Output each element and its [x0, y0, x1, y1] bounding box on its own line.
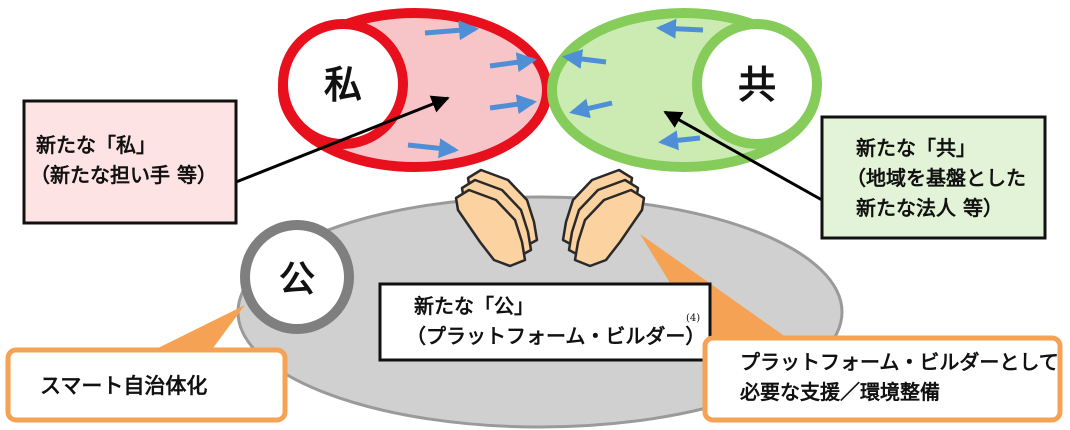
- public-box-text: 新たな「公」 （プラットフォーム・ビルダー）: [406, 291, 705, 351]
- smart-box-text: スマート自治体化: [40, 371, 280, 401]
- public-box-line2: （プラットフォーム・ビルダー）: [406, 324, 706, 348]
- private-box: [22, 99, 238, 225]
- private-box-line2: （新たな担い手 等）: [30, 163, 217, 187]
- support-box-line1: プラットフォーム・ビルダーとして: [740, 350, 1059, 374]
- public-box-line1: 新たな「公」: [414, 294, 534, 318]
- common-box-line3: 新たな法人 等）: [856, 196, 1003, 220]
- private-circle-label: 私: [324, 63, 362, 107]
- support-box: [702, 335, 1063, 423]
- public-box-footnote: (4): [686, 313, 701, 324]
- support-box-text: プラットフォーム・ビルダーとして 必要な支援／環境整備: [740, 347, 1059, 407]
- common-pointer-arrow: [663, 110, 823, 202]
- support-callout-tail: [640, 234, 790, 340]
- public-circle-label: 公: [279, 259, 315, 300]
- private-box-text: 新たな「私」 （新たな担い手 等）: [30, 130, 236, 190]
- smart-box-line1: スマート自治体化: [40, 374, 208, 398]
- common-ellipse-group: [547, 8, 822, 172]
- private-pointer-arrow: [235, 95, 450, 184]
- smart-callout-tail: [150, 305, 245, 352]
- common-circle-label: 共: [738, 63, 776, 107]
- smart-box: [5, 347, 288, 423]
- support-box-line2: 必要な支援／環境整備: [740, 380, 940, 404]
- common-box-line2: （地域を基盤とした: [846, 166, 1026, 190]
- private-box-line1: 新たな「私」: [36, 133, 156, 157]
- private-flow-arrows: [407, 20, 537, 159]
- common-box-text: 新たな「共」 （地域を基盤とした 新たな法人 等）: [846, 133, 1046, 223]
- common-box: [820, 115, 1047, 240]
- common-box-line1: 新たな「共」: [856, 136, 976, 160]
- public-box: [378, 282, 712, 362]
- common-flow-arrows: [562, 18, 704, 151]
- hands-icon: [454, 168, 646, 268]
- public-circle: [240, 220, 354, 334]
